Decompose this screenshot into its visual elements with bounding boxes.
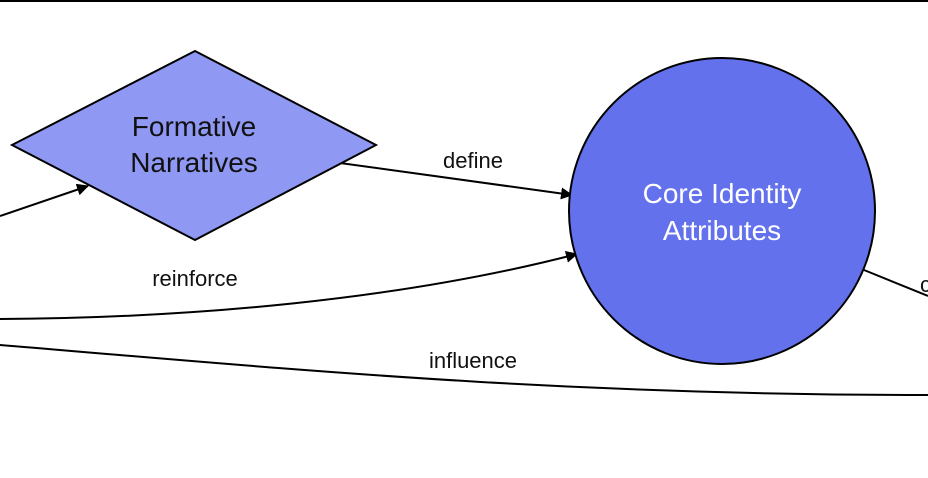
node-formative-narratives-label-line2: Narratives <box>130 147 258 178</box>
edge-define-label: define <box>443 148 503 173</box>
edge-reinforce-label: reinforce <box>152 266 238 291</box>
edge-offscreen-label-fragment: c <box>920 272 928 297</box>
node-formative-narratives-label-line1: Formative <box>132 111 256 142</box>
edge-define <box>339 162 573 200</box>
node-core-identity-attributes-label-line2: Attributes <box>663 215 781 246</box>
edge-reinforce <box>0 250 578 320</box>
edge-into-formative-narratives <box>0 183 89 217</box>
edge-out-of-core-identity <box>863 269 928 297</box>
node-formative-narratives-diamond[interactable] <box>9 49 379 242</box>
edge-influence-label: influence <box>429 348 517 373</box>
node-core-identity-attributes-circle[interactable] <box>568 57 876 365</box>
node-core-identity-attributes-label-line1: Core Identity <box>643 178 802 209</box>
edge-influence <box>0 344 928 396</box>
